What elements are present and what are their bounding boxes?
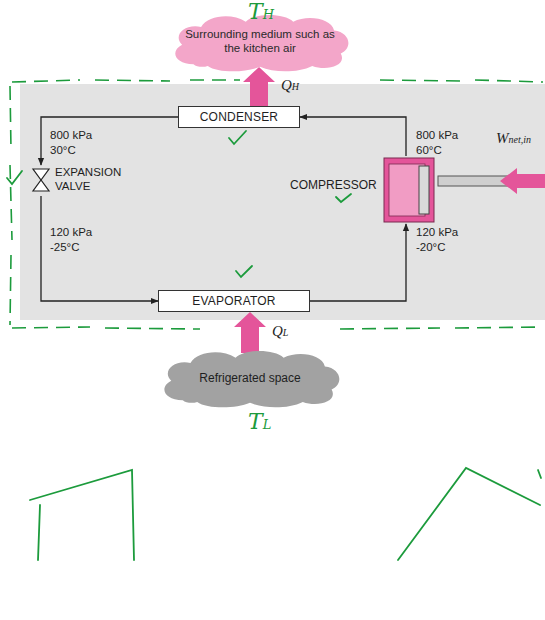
check-marks (7, 131, 351, 277)
handwritten-note: TH (248, 0, 274, 24)
node-label: COMPRESSOR (290, 178, 377, 192)
work-input-arrow (500, 168, 545, 194)
refrigerant-line (300, 117, 406, 156)
expansion-valve: EXPANSION VALVE (30, 165, 134, 196)
valve-symbol (30, 167, 52, 193)
heat-flow-arrow (243, 67, 275, 106)
work-symbol: Wnet,in (496, 130, 531, 147)
refrigerated-space-cloud: Refrigerated space (154, 347, 346, 409)
system-panel (20, 84, 545, 320)
node-label: EXPANSION VALVE (55, 165, 129, 194)
dashed-system-boundary (10, 80, 543, 329)
state-pressure: 800 kPa (416, 129, 458, 142)
cloud-outline (164, 351, 339, 407)
node-label: Refrigerated space (175, 371, 325, 385)
node-label: CONDENSER (200, 110, 278, 124)
condenser-box: CONDENSER (178, 106, 300, 128)
refrigerant-line (41, 117, 178, 165)
heat-flow-arrow (234, 312, 266, 353)
compressor-cylinder (383, 156, 440, 224)
state-pressure: 120 kPa (50, 226, 92, 239)
state-temperature: 30°C (50, 144, 76, 157)
handwritten-strokes (30, 468, 541, 560)
state-temperature: 60°C (416, 144, 442, 157)
node-label: Surrounding medium such as the kitchen a… (185, 28, 335, 56)
state-pressure: 120 kPa (416, 226, 458, 239)
piston (419, 166, 429, 214)
compressor: COMPRESSOR (288, 156, 442, 224)
valve-triangle (33, 169, 49, 180)
state-temperature: -20°C (416, 241, 446, 254)
state-pressure: 800 kPa (50, 129, 92, 142)
cylinder-body (384, 158, 434, 222)
evaporator-box: EVAPORATOR (158, 290, 310, 312)
heat-symbol: QH (281, 77, 299, 94)
valve-triangle (33, 180, 49, 191)
refrigerant-line (310, 224, 406, 301)
state-temperature: -25°C (50, 241, 80, 254)
node-label: EVAPORATOR (192, 294, 275, 308)
handwritten-note: TL (248, 410, 271, 434)
heat-symbol: QL (272, 323, 288, 340)
refrigerant-line (41, 196, 158, 301)
